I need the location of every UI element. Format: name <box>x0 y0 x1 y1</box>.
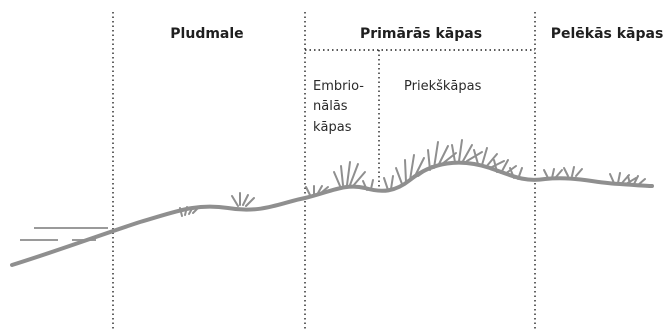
subzone-label-embryonic-line1: Embrio- <box>313 79 364 94</box>
zone-label-grey-dunes: Pelēkās kāpas <box>551 26 664 42</box>
subzone-label-embryonic-line3: kāpas <box>313 120 352 135</box>
subzone-label-foredunes: Priekškāpas <box>404 79 482 94</box>
vegetation-tufts <box>179 139 646 217</box>
subzone-label-embryonic-line2: nālās <box>313 99 348 114</box>
ground-profile <box>10 160 654 267</box>
zone-label-beach: Pludmale <box>170 26 243 42</box>
zone-label-primary-dunes: Primārās kāpas <box>360 26 482 42</box>
